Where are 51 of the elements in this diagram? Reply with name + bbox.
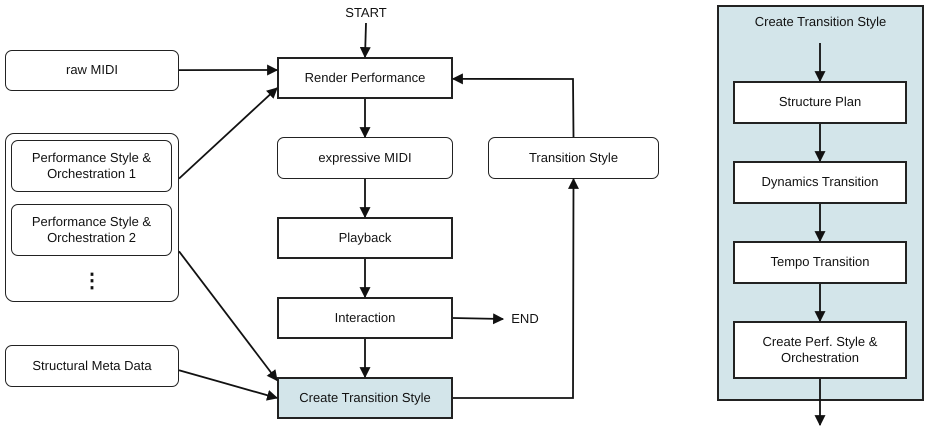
arrow <box>452 73 574 137</box>
arrow <box>814 43 826 82</box>
data-box <box>11 204 172 256</box>
box-label: raw MIDI <box>66 62 118 79</box>
arrow <box>453 178 579 399</box>
box-label: expressive MIDI <box>318 150 412 166</box>
end-label: END <box>511 310 539 328</box>
arrow <box>452 313 504 324</box>
process-box <box>277 217 453 259</box>
detail-panel <box>717 5 924 401</box>
data-box <box>277 137 453 179</box>
box-label: Create Transition Style <box>299 390 431 406</box>
arrow <box>814 379 826 426</box>
data-box <box>488 137 659 179</box>
data-box <box>11 140 172 192</box>
arrow <box>360 22 371 58</box>
arrow <box>179 64 278 76</box>
data-box <box>5 50 179 91</box>
panel-heading: Create Transition Style <box>754 14 886 30</box>
arrow <box>814 124 826 162</box>
start-label: START <box>345 4 387 22</box>
box-label: Create Perf. Style & Orchestration <box>762 334 878 366</box>
process-box <box>733 81 907 124</box>
process-box <box>733 241 907 284</box>
arrow <box>360 259 370 298</box>
arrow <box>178 250 278 382</box>
box-label: Tempo Transition <box>770 254 870 271</box>
process-box <box>733 321 907 379</box>
ellipsis-mark: ⋮ <box>82 271 102 291</box>
box-label: Performance Style & Orchestration 2 <box>30 214 152 246</box>
box-label: Render Performance <box>304 70 426 86</box>
box-label: Structure Plan <box>778 94 862 111</box>
process-box <box>277 377 453 419</box>
process-box <box>277 57 453 99</box>
arrow <box>178 369 278 401</box>
group-box <box>5 133 179 302</box>
arrow <box>360 179 370 218</box>
process-box <box>277 297 453 339</box>
box-label: Playback <box>338 230 392 246</box>
arrow <box>814 284 826 322</box>
arrow <box>814 204 826 242</box>
box-label: Dynamics Transition <box>761 174 879 191</box>
arrow <box>360 99 370 138</box>
data-box <box>5 345 179 387</box>
arrow <box>178 87 278 180</box>
box-label: Transition Style <box>528 150 618 166</box>
box-label: Interaction <box>334 310 396 326</box>
arrow <box>360 339 370 378</box>
box-label: Structural Meta Data <box>32 358 152 374</box>
process-box <box>733 161 907 204</box>
box-label: Performance Style & Orchestration 1 <box>30 150 152 182</box>
